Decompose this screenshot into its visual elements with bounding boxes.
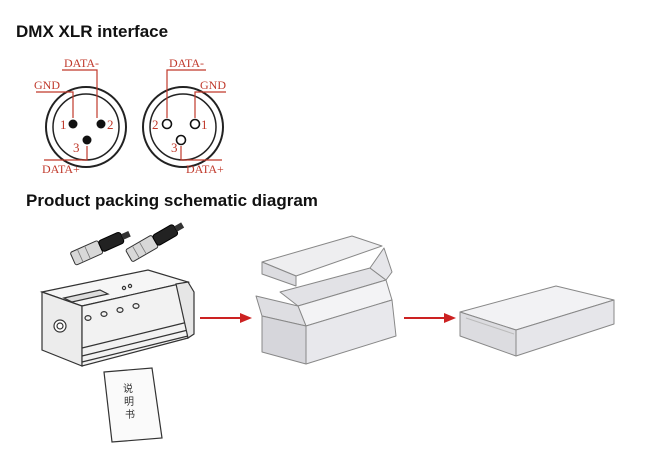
data-minus-leader (166, 69, 206, 118)
pin-1-number: 1 (201, 117, 208, 132)
data-plus-leader (180, 146, 222, 161)
pin-1-dot (68, 119, 78, 129)
gnd-leader (36, 91, 74, 118)
xlr-cable-plug-left (70, 230, 131, 266)
manual-char-1: 说 (123, 382, 133, 395)
label-gnd: GND (34, 78, 60, 92)
packing-diagram-heading: Product packing schematic diagram (26, 191, 318, 210)
gnd-leader (194, 91, 226, 118)
xlr-interface-heading: DMX XLR interface (16, 22, 169, 41)
pin-2-number: 2 (107, 117, 114, 132)
manual-char-2: 明 (124, 396, 134, 408)
open-packing-box (255, 235, 397, 365)
pin-3-number: 3 (73, 140, 80, 155)
pin-2-dot (96, 119, 106, 129)
pin-2-number: 2 (152, 117, 159, 132)
pin-3-dot (82, 135, 92, 145)
label-data-minus: DATA- (169, 56, 204, 70)
arrow-box-to-closed (404, 313, 456, 323)
pin-1-number: 1 (60, 117, 67, 132)
pin-2-hole (161, 118, 173, 130)
arrow-device-to-box (200, 313, 252, 323)
instruction-manual: 说 明 书 (103, 367, 163, 443)
manual-char-3: 书 (125, 409, 135, 421)
label-data-minus: DATA- (64, 56, 99, 70)
xlr-connector-male: DATA- GND DATA+ 1 2 3 (34, 56, 127, 176)
label-gnd: GND (200, 78, 226, 92)
dmx-controller-device (39, 269, 195, 367)
pin-3-number: 3 (171, 140, 178, 155)
xlr-cable-plug-right (125, 222, 185, 262)
label-data-plus: DATA+ (42, 162, 80, 176)
pin-1-hole (189, 118, 201, 130)
data-plus-leader (44, 146, 88, 161)
closed-packing-box (459, 285, 615, 357)
label-data-plus: DATA+ (186, 162, 224, 176)
pin-3-hole (175, 134, 187, 146)
data-minus-leader (62, 69, 98, 118)
xlr-connector-female: DATA- GND DATA+ 2 1 3 (142, 56, 226, 176)
